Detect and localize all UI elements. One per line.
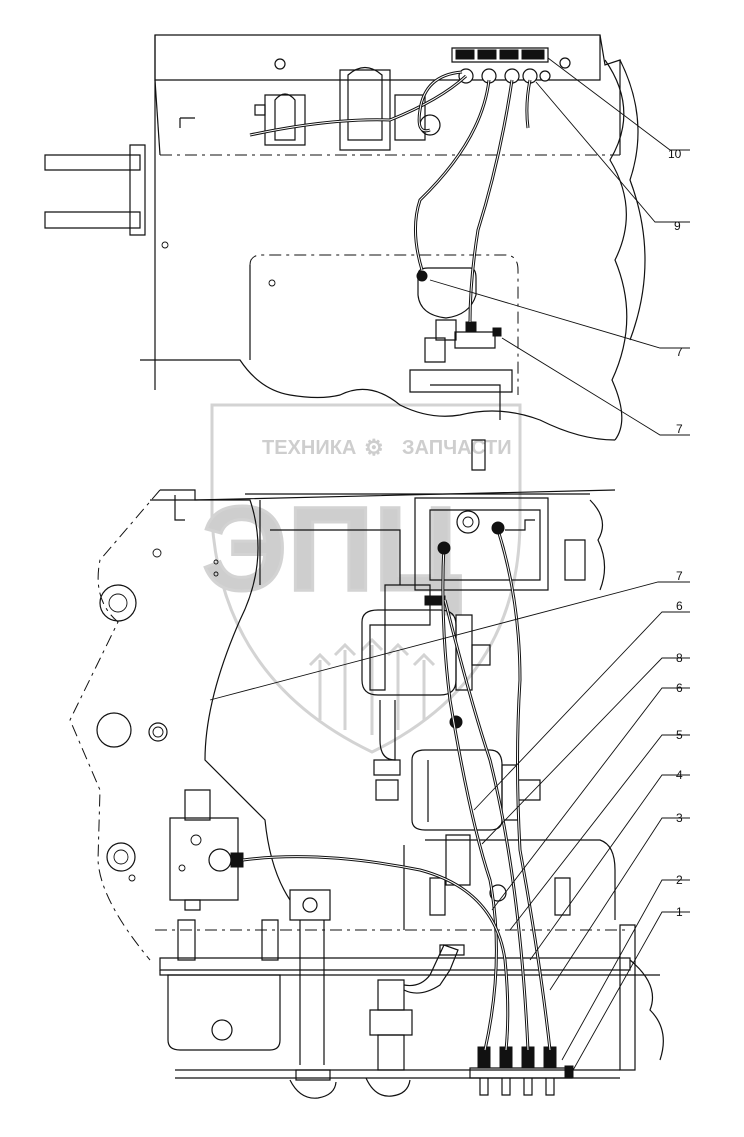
callout-leaders	[209, 57, 690, 1073]
callout-2: 2	[676, 873, 683, 887]
callout-7a: 7	[676, 345, 683, 359]
watermark: ТЕХНИКА ⚙ ЗАПЧАСТИ ЭПЦ	[201, 403, 522, 754]
callout-7b: 7	[676, 422, 683, 436]
callout-9: 9	[674, 219, 681, 233]
callout-7c: 7	[676, 569, 683, 583]
callout-5: 5	[676, 728, 683, 742]
callout-3: 3	[676, 811, 683, 825]
watermark-text-right: ЗАПЧАСТИ	[402, 437, 512, 459]
watermark-emblem: ЭПЦ	[202, 482, 461, 616]
callout-labels: 10 9 7 7 7 6 8 6 5 4 3 2 1	[668, 147, 683, 919]
callout-1: 1	[676, 905, 683, 919]
hoses	[242, 70, 552, 1051]
callout-6b: 6	[676, 681, 683, 695]
lower-frame	[69, 439, 664, 1099]
upper-valve-group	[416, 267, 502, 363]
callout-6a: 6	[676, 599, 683, 613]
callout-4: 4	[676, 768, 683, 782]
watermark-wheat-icon	[308, 637, 436, 735]
watermark-gear-icon: ⚙	[364, 435, 384, 460]
fitting-block-10	[451, 47, 551, 84]
callout-8: 8	[676, 651, 683, 665]
callout-10: 10	[668, 147, 682, 161]
watermark-text-left: ТЕХНИКА	[262, 437, 356, 459]
upper-frame	[44, 34, 646, 441]
